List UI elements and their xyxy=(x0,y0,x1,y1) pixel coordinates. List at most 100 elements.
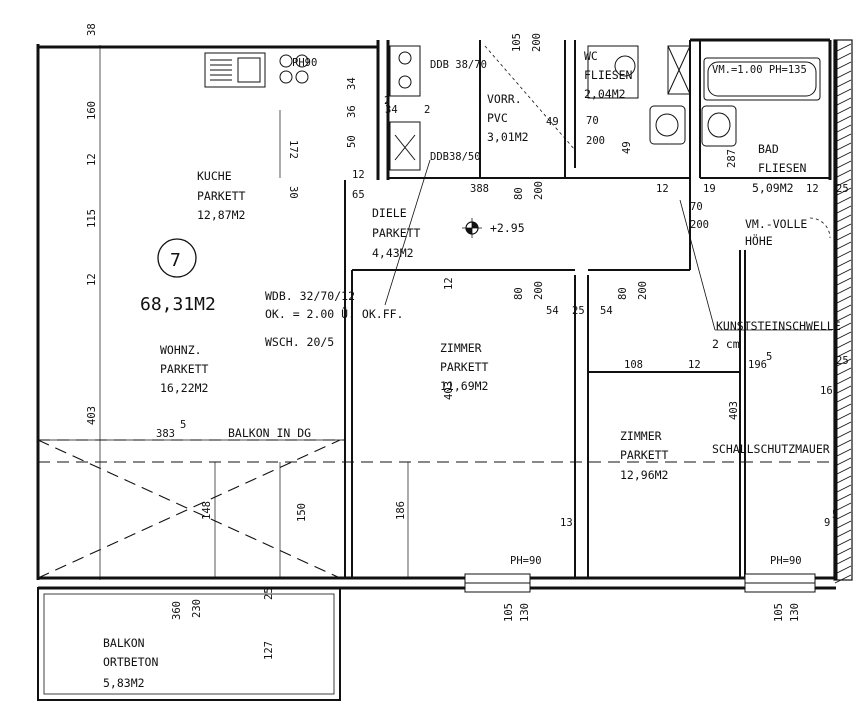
dim-383: 383 xyxy=(156,428,175,440)
dim-12c: 12 xyxy=(352,169,365,181)
living-floor: PARKETT xyxy=(160,362,209,376)
dim-25b: 25 xyxy=(572,305,585,317)
room1-floor: PARKETT xyxy=(440,360,489,374)
dim-12a: 12 xyxy=(86,153,98,166)
wc-name: WC xyxy=(584,49,598,63)
dim-34a: 34 xyxy=(385,104,398,116)
dim-80a: 80 xyxy=(513,187,525,200)
note-vm-full: VM.-VOLLE xyxy=(745,217,807,231)
bath-name: BAD xyxy=(758,142,779,156)
kitchen-floor: PARKETT xyxy=(197,189,246,203)
room1-name: ZIMMER xyxy=(440,341,482,355)
dim-196: 196 xyxy=(748,359,767,371)
dim-5a: 5 xyxy=(766,351,772,363)
bath-floor: FLIESEN xyxy=(758,161,807,175)
apartment-number: 7 xyxy=(170,250,181,271)
dim-80b: 80 xyxy=(513,287,525,300)
walls xyxy=(36,38,838,590)
dim-12g: 12 xyxy=(688,359,701,371)
dim-127: 127 xyxy=(263,641,275,660)
wc-floor: FLIESEN xyxy=(584,68,633,82)
balcony-slab xyxy=(37,587,341,701)
dim-12e: 12 xyxy=(806,183,819,195)
dim-108: 108 xyxy=(624,359,643,371)
dim-36: 36 xyxy=(346,105,358,118)
vestibule-floor: PVC xyxy=(487,111,508,125)
cabinet-fixtures xyxy=(389,45,421,171)
dim-50: 50 xyxy=(346,135,358,148)
windows xyxy=(464,573,816,593)
living-area: 16,22M2 xyxy=(160,381,208,395)
dim-2a: 2 xyxy=(384,95,390,107)
dim-49b: 49 xyxy=(621,141,633,154)
dimension-labels-vertical: 38 160 12 115 12 403 172 30 50 36 34 105… xyxy=(86,23,801,660)
dim-12b: 12 xyxy=(86,273,98,286)
dim-200a: 200 xyxy=(531,33,543,52)
dim-19: 19 xyxy=(703,183,716,195)
dim-287: 287 xyxy=(726,149,738,168)
wc-area: 2,04M2 xyxy=(584,87,626,101)
dim-70a: 70 xyxy=(586,115,599,127)
level-marker xyxy=(462,218,482,238)
dim-16: 16 xyxy=(820,385,833,397)
balcony-area: 5,83M2 xyxy=(103,676,145,690)
dim-25c: 25 xyxy=(836,355,849,367)
dim-70b: 70 xyxy=(690,201,703,213)
hall-area: 4,43M2 xyxy=(372,246,414,260)
balcony-overhang xyxy=(37,439,836,579)
balcony-name: BALKON xyxy=(103,636,145,650)
outer-wall-hatch xyxy=(833,39,853,584)
hall-floor: PARKETT xyxy=(372,226,421,240)
dim-80c: 80 xyxy=(617,287,629,300)
apartment-area: 68,31M2 xyxy=(140,294,216,315)
dim-403a: 403 xyxy=(86,406,98,425)
living-name: WOHNZ. xyxy=(160,343,202,357)
dim-130a: 130 xyxy=(519,603,531,622)
door-swings xyxy=(479,45,831,239)
dim-25d: 25 xyxy=(263,587,275,600)
dim-105a: 105 xyxy=(511,33,523,52)
level-value: +2.95 xyxy=(490,221,525,235)
dim-12f: 12 xyxy=(443,277,455,290)
dimension-labels-horizontal: 388 65 12 34 2 2 49 70 200 12 19 70 200 … xyxy=(156,95,849,529)
note-sound-wall: SCHALLSCHUTZMAUER xyxy=(712,442,830,456)
dim-30: 30 xyxy=(287,186,299,199)
dim-200c: 200 xyxy=(533,181,545,200)
apartment-number-circle xyxy=(157,238,197,278)
balcony-floor: ORTBETON xyxy=(103,655,158,669)
dim-160: 160 xyxy=(86,101,98,120)
dim-186: 186 xyxy=(395,501,407,520)
dim-13: 13 xyxy=(560,517,573,529)
note-vm-bath: VM.=1.00 PH=135 xyxy=(712,64,807,76)
note-ph-room1: PH=90 xyxy=(510,555,542,567)
dim-115: 115 xyxy=(86,209,98,228)
kitchen-name: KUCHE xyxy=(197,169,232,183)
room2-area: 12,96M2 xyxy=(620,468,668,482)
kitchen-area: 12,87M2 xyxy=(197,208,245,222)
dim-130b: 130 xyxy=(789,603,801,622)
hall-name: DIELE xyxy=(372,206,407,220)
spec-line-1: WDB. 32/70/12 xyxy=(265,289,355,303)
note-ddb2: DDB38/50 xyxy=(430,151,481,163)
note-ph-kitchen: PH90 xyxy=(292,57,317,69)
dim-65: 65 xyxy=(352,189,365,201)
dim-360: 360 xyxy=(171,601,183,620)
kitchen-fixtures xyxy=(204,52,309,88)
room1-area: 11,69M2 xyxy=(440,379,488,393)
dim-49a: 49 xyxy=(546,116,559,128)
sanitary-fixtures xyxy=(587,45,821,147)
dim-5b: 5 xyxy=(180,419,186,431)
dim-200e: 200 xyxy=(533,281,545,300)
room2-name: ZIMMER xyxy=(620,429,662,443)
dim-25a: 25 xyxy=(836,183,849,195)
dim-200d: 200 xyxy=(690,219,709,231)
dim-150: 150 xyxy=(296,503,308,522)
dim-5c: 5 xyxy=(832,509,838,521)
room2-floor: PARKETT xyxy=(620,448,669,462)
note-threshold-size: 2 cm xyxy=(712,337,740,351)
spec-line-3: WSCH. 20/5 xyxy=(265,335,334,349)
dim-403c: 403 xyxy=(728,401,740,420)
dim-54b: 54 xyxy=(600,305,613,317)
dimension-lines xyxy=(40,45,741,580)
